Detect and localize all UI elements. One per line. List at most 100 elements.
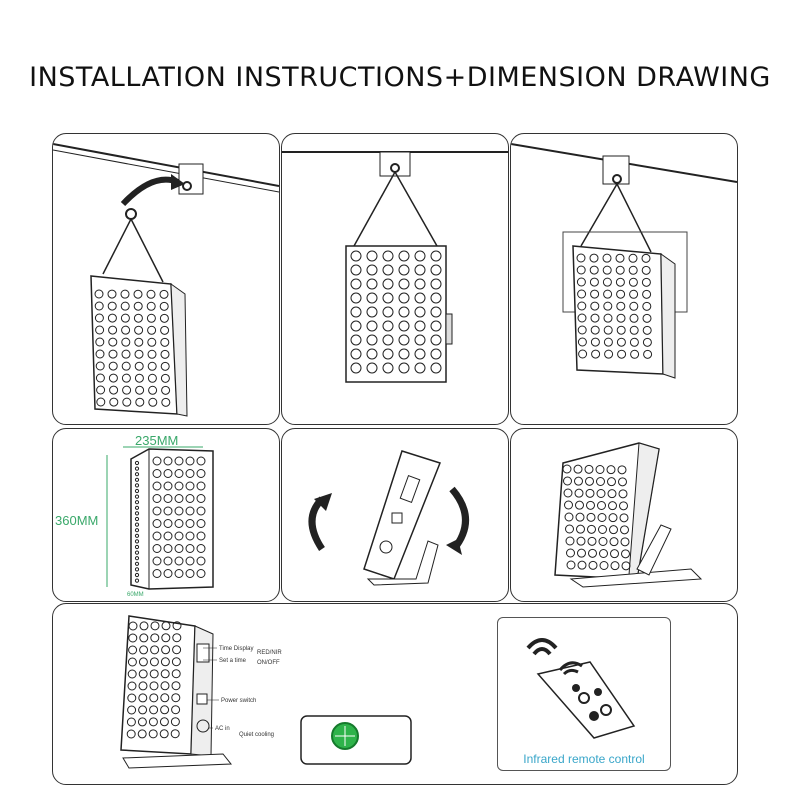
led-dot (414, 334, 426, 346)
led-dot (642, 289, 652, 299)
led-dot (382, 292, 394, 304)
led-dot (414, 306, 426, 318)
led-dot (602, 253, 612, 263)
led-dot (120, 313, 130, 323)
led-dot (576, 277, 586, 287)
led-dot (398, 250, 410, 262)
led-dot (414, 264, 426, 276)
led-dot (350, 250, 362, 262)
led-dot (152, 531, 162, 541)
led-dot (134, 349, 144, 359)
led-dot (137, 729, 147, 739)
led-dot (564, 512, 574, 522)
led-dot (171, 681, 181, 691)
led-dot (147, 325, 157, 335)
led-dot (121, 361, 131, 371)
led-dot (161, 621, 171, 631)
led-dot (616, 325, 626, 335)
led-dot (430, 250, 442, 262)
dimension-illustration: 235MM 360MM 60MM (55, 433, 214, 598)
led-dot (596, 477, 605, 486)
led-dot (382, 348, 394, 360)
led-dot (616, 289, 626, 299)
led-dot (573, 464, 583, 474)
led-dot (643, 349, 653, 359)
led-dot (565, 536, 575, 546)
led-dot (430, 264, 442, 276)
led-dot (174, 506, 184, 516)
led-dot (172, 645, 182, 655)
led-dot (94, 301, 104, 311)
led-dot (196, 556, 206, 566)
led-dot (562, 464, 572, 474)
led-dot (152, 556, 162, 566)
led-dot (577, 301, 587, 311)
led-dot (585, 476, 594, 486)
led-dot (134, 516, 140, 522)
led-dot (152, 544, 162, 553)
step-panel-hang-front (281, 133, 509, 425)
led-dot (615, 265, 625, 275)
hang-angled-illustration (511, 143, 737, 379)
led-dot (585, 488, 595, 498)
callout-time-display: Time Display (219, 646, 253, 652)
callout-set-time: Set a time (219, 658, 247, 664)
led-dot (578, 349, 588, 359)
led-dot (150, 633, 160, 643)
led-dot (150, 645, 160, 655)
led-dot (398, 348, 410, 360)
led-dot (134, 483, 140, 488)
led-dot (163, 519, 173, 528)
led-dot (134, 325, 144, 335)
led-dot (607, 489, 617, 499)
led-dot (642, 337, 652, 347)
led-dot (430, 362, 442, 374)
led-dot (350, 278, 362, 290)
led-dot (138, 657, 148, 667)
led-dot (163, 544, 173, 553)
led-dot (575, 500, 584, 510)
led-dot (414, 250, 426, 262)
led-dot (629, 289, 639, 299)
led-dot (185, 531, 195, 541)
led-dot (590, 289, 600, 299)
callout-power-switch: Power switch (221, 698, 256, 704)
led-dot (127, 705, 137, 715)
led-dot (350, 348, 362, 360)
led-dot (139, 645, 149, 655)
led-dot (134, 544, 140, 550)
led-dot (602, 265, 612, 275)
led-dot (171, 693, 181, 703)
led-dot (137, 717, 147, 727)
led-dot (398, 292, 410, 304)
hook-mount-illustration (53, 143, 279, 417)
led-dot (641, 277, 651, 287)
led-dot (152, 494, 162, 503)
led-dot (586, 512, 596, 522)
led-dot (134, 533, 140, 538)
led-dot (589, 277, 599, 287)
led-dot (152, 519, 162, 528)
led-dot (95, 361, 105, 371)
width-label: 235MM (135, 433, 178, 448)
callout-red-nir: RED/NIR (257, 650, 282, 656)
led-dot (398, 362, 410, 374)
led-dot (160, 361, 170, 371)
led-dot (134, 528, 140, 533)
led-dot (152, 469, 162, 478)
led-dot (350, 362, 362, 374)
step-panel-hang-angled (510, 133, 738, 425)
led-dot (565, 524, 574, 534)
led-dot (146, 313, 156, 323)
step-panel-tilt-adjust (281, 428, 509, 602)
led-dot (619, 513, 629, 523)
led-dot (185, 556, 195, 566)
led-dot (574, 476, 583, 486)
led-dot (174, 544, 184, 553)
led-dot (398, 334, 410, 346)
callout-ac-in: AC in (215, 726, 230, 732)
led-dot (148, 717, 158, 727)
led-dot (621, 549, 630, 559)
led-dot (127, 669, 137, 679)
depth-label: 60MM (127, 592, 144, 598)
